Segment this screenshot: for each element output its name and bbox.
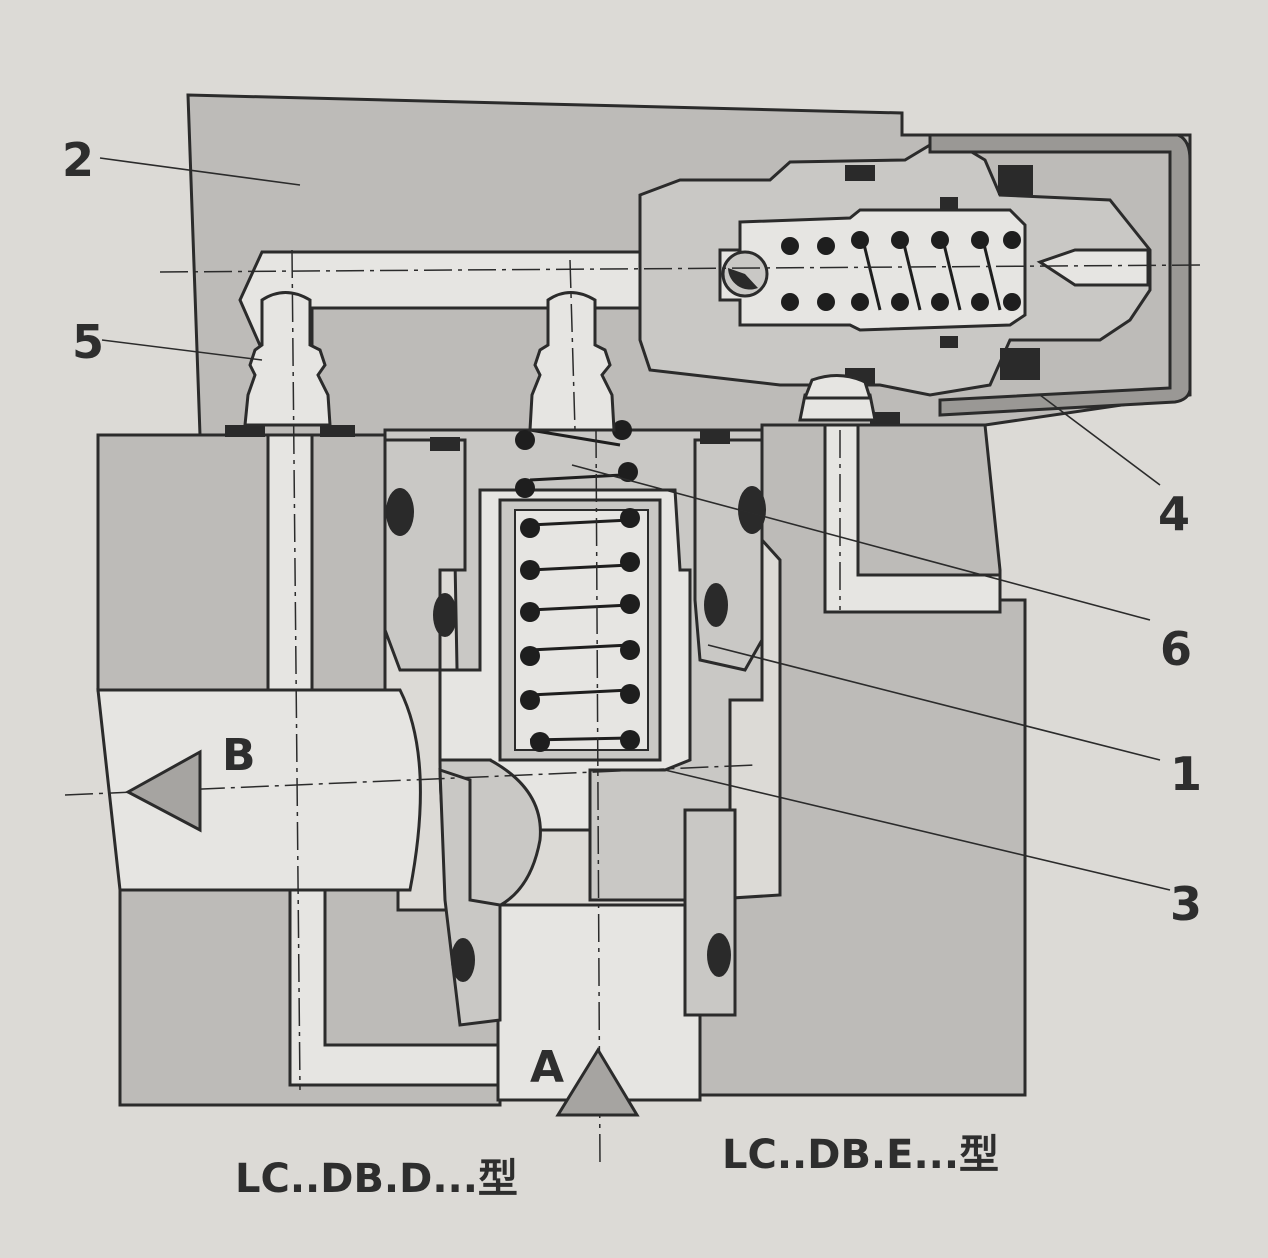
orifice-right-cap — [802, 374, 873, 400]
callout-2: 2 — [62, 133, 94, 187]
poppet-inner-box — [514, 509, 649, 751]
leader-lines — [99, 157, 1171, 891]
callout-1: 1 — [1170, 747, 1202, 801]
callout-6: 6 — [1160, 622, 1192, 676]
pilot-channel-left — [266, 433, 314, 692]
sleeve-right — [693, 438, 764, 672]
pilot-spring — [781, 231, 1021, 311]
protective-cap — [928, 133, 1192, 417]
port-b-label: B — [222, 730, 256, 781]
callout-3: 3 — [1170, 877, 1202, 931]
caption-right: LC..DB.E...型 — [722, 1132, 999, 1178]
housing-left — [96, 433, 387, 692]
main-spring — [515, 420, 640, 752]
port-b-passage — [96, 688, 422, 892]
orifice-left — [243, 291, 332, 427]
port-a-label: A — [530, 1042, 564, 1093]
callout-5: 5 — [72, 315, 104, 369]
lower-guide-right — [683, 808, 737, 1017]
drain-channel-right — [823, 423, 1002, 614]
port-a-arrow — [555, 1047, 640, 1117]
orifice-center — [528, 291, 616, 432]
o-ring-seals — [225, 412, 900, 982]
callout-4: 4 — [1158, 487, 1190, 541]
sleeve-left — [383, 438, 467, 672]
caption-left: LC..DB.D...型 — [235, 1156, 518, 1202]
pilot-channel-left-lower — [288, 888, 500, 1087]
port-b-arrow — [124, 749, 202, 833]
pilot-ball-seat — [728, 268, 758, 290]
adjusting-screw — [1036, 248, 1150, 287]
